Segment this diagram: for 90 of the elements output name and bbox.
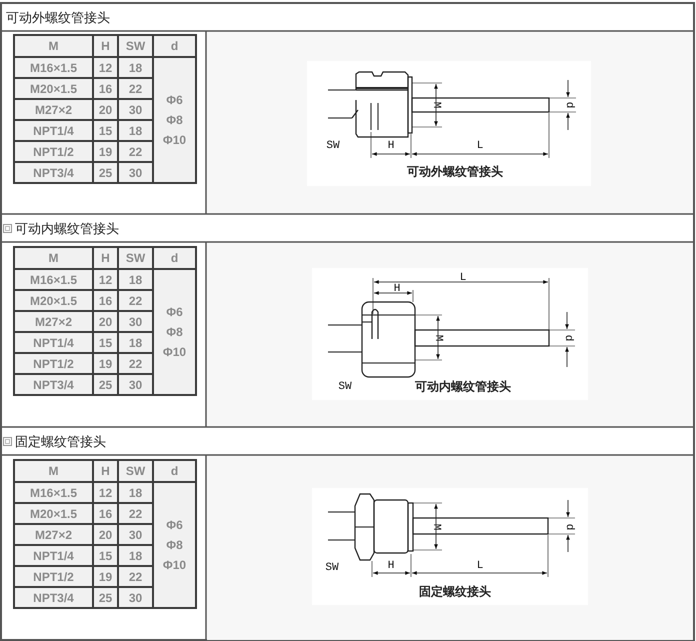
table-cell: d — [153, 460, 196, 482]
drawing-caption: 固定螺纹接头 — [419, 584, 491, 600]
table-cell: 25 — [93, 587, 118, 608]
table-cell: SW — [118, 35, 153, 57]
table-cell: H — [93, 247, 118, 269]
table-cell: 12 — [93, 57, 118, 78]
table-cell: 18 — [118, 57, 153, 78]
table-cell: 18 — [118, 269, 153, 290]
table-cell: 30 — [118, 587, 153, 608]
drawing-caption: 可动外螺纹管接头 — [407, 164, 503, 180]
section-heading: 可动内螺纹管接头 — [15, 220, 119, 238]
table-cell: M27×2 — [14, 311, 93, 332]
table-cell: 16 — [93, 290, 118, 311]
dimension-label: SW — [326, 140, 340, 152]
dimension-label: d — [563, 102, 575, 108]
table-cell: 30 — [118, 311, 153, 332]
table-cell: 18 — [118, 482, 153, 503]
table-cell: 16 — [93, 503, 118, 524]
drawing-caption: 可动内螺纹管接头 — [415, 378, 511, 396]
table-cell: 30 — [118, 162, 153, 183]
table-cell: 12 — [93, 482, 118, 503]
table-cell: 19 — [93, 566, 118, 587]
table-cell: 22 — [118, 78, 153, 99]
table-cell: M — [14, 35, 93, 57]
dimension-label: M — [432, 334, 444, 342]
table-cell: 30 — [118, 99, 153, 120]
dimension-label: L — [476, 560, 484, 572]
table-cell: NPT3/4 — [14, 162, 93, 183]
table-cell: M — [14, 247, 93, 269]
table-cell: 18 — [118, 545, 153, 566]
table-cell: 15 — [93, 545, 118, 566]
table-cell: 25 — [93, 374, 118, 395]
table-cell: 25 — [93, 162, 118, 183]
table-cell: M27×2 — [14, 524, 93, 545]
table-cell: M27×2 — [14, 99, 93, 120]
table-cell: M16×1.5 — [14, 57, 93, 78]
table-cell: 20 — [93, 311, 118, 332]
table-cell: NPT3/4 — [14, 374, 93, 395]
table-cell: 22 — [118, 353, 153, 374]
table-cell: 22 — [118, 503, 153, 524]
dimension-label: H — [388, 560, 394, 572]
table-cell: 30 — [118, 524, 153, 545]
table-cell: Φ6 Φ8 Φ10 — [153, 482, 196, 608]
dimension-label: H — [394, 283, 400, 295]
table-cell: 19 — [93, 141, 118, 162]
table-cell: M20×1.5 — [14, 503, 93, 524]
section-heading: 可动外螺纹管接头 — [6, 9, 110, 27]
table-cell: M16×1.5 — [14, 482, 93, 503]
table-cell: NPT1/4 — [14, 545, 93, 566]
dimension-label: M — [430, 524, 442, 530]
table-cell: 12 — [93, 269, 118, 290]
table-cell: M — [14, 460, 93, 482]
table-cell: 19 — [93, 353, 118, 374]
table-cell: 15 — [93, 332, 118, 353]
table-cell: NPT3/4 — [14, 587, 93, 608]
table-cell: Φ6 Φ8 Φ10 — [153, 269, 196, 395]
dimension-label: d — [563, 524, 575, 530]
table-cell: M16×1.5 — [14, 269, 93, 290]
dimension-label: L — [460, 272, 466, 284]
table-cell: M20×1.5 — [14, 78, 93, 99]
table-cell: H — [93, 35, 118, 57]
dimension-label: SW — [325, 562, 339, 574]
table-cell: 30 — [118, 374, 153, 395]
table-cell: 20 — [93, 524, 118, 545]
table-cell: SW — [118, 460, 153, 482]
table-cell: 15 — [93, 120, 118, 141]
dimension-label: L — [476, 140, 484, 152]
dimension-label: M — [430, 102, 442, 108]
table-cell: d — [153, 35, 196, 57]
dimension-label: H — [388, 140, 394, 152]
dimension-label: d — [562, 334, 574, 342]
table-cell: 18 — [118, 332, 153, 353]
table-cell: 22 — [118, 141, 153, 162]
dimension-label: SW — [338, 381, 352, 393]
table-cell: NPT1/2 — [14, 566, 93, 587]
table-cell: NPT1/4 — [14, 332, 93, 353]
table-cell: 20 — [93, 99, 118, 120]
table-cell: 22 — [118, 566, 153, 587]
table-cell: SW — [118, 247, 153, 269]
section-heading: 固定螺纹管接头 — [15, 433, 106, 451]
table-cell: 16 — [93, 78, 118, 99]
table-cell: M20×1.5 — [14, 290, 93, 311]
table-cell: 18 — [118, 120, 153, 141]
table-cell: Φ6 Φ8 Φ10 — [153, 57, 196, 183]
table-cell: NPT1/2 — [14, 141, 93, 162]
table-cell: NPT1/4 — [14, 120, 93, 141]
table-cell: NPT1/2 — [14, 353, 93, 374]
table-cell: d — [153, 247, 196, 269]
table-cell: 22 — [118, 290, 153, 311]
table-cell: H — [93, 460, 118, 482]
